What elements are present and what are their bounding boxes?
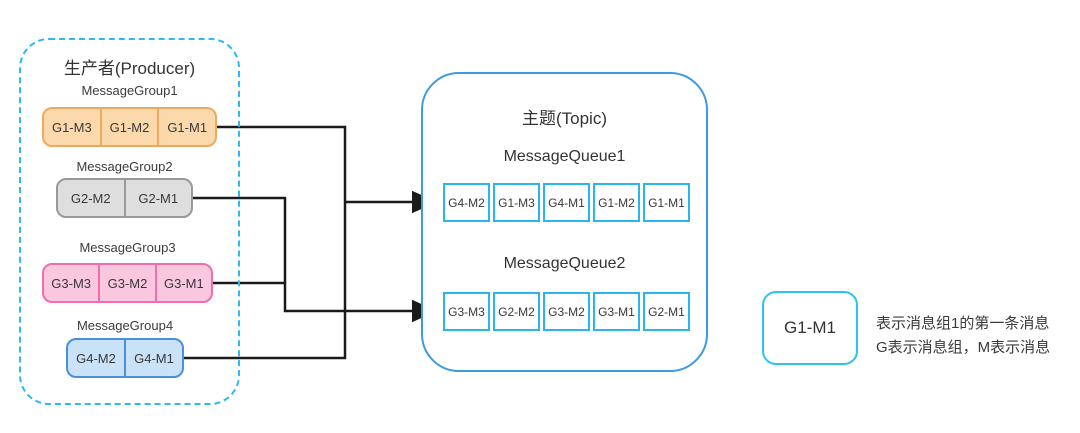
legend-line-2: G表示消息组，M表示消息 [876,339,1051,356]
legend-line-1: 表示消息组1的第一条消息 [876,315,1050,332]
message-queue-2: G3-M3 G2-M2 G3-M2 G3-M1 G2-M1 [443,292,690,331]
queue-cell: G1-M2 [593,183,640,222]
message-cell: G3-M2 [98,265,154,301]
queue-cell: G3-M3 [443,292,490,331]
message-cell: G3-M3 [51,275,92,291]
queue-cell: G3-M2 [543,292,590,331]
legend-description: 表示消息组1的第一条消息 G表示消息组，M表示消息 [876,312,1050,360]
message-group-1-label: MessageGroup1 [81,83,178,98]
message-group-2: G2-M2 G2-M1 [56,178,193,218]
message-queue-2-label: MessageQueue2 [503,255,626,272]
queue-cell: G2-M2 [493,292,540,331]
message-queue-1: G4-M2 G1-M3 G4-M1 G1-M2 G1-M1 [443,183,690,222]
legend-sample-box: G1-M1 [762,291,858,365]
message-cell: G3-M1 [154,265,211,301]
message-cell: G1-M3 [51,119,92,135]
topic-title: 主题(Topic) [521,109,607,128]
message-group-3-label: MessageGroup3 [79,240,176,255]
queue-cell: G4-M1 [543,183,590,222]
message-cell: G1-M1 [157,109,215,145]
queue-cell: G4-M2 [443,183,490,222]
message-cell: G4-M1 [124,340,182,376]
producer-title: 生产者(Producer) [63,59,196,78]
message-cell: G2-M2 [70,190,111,206]
message-cell: G2-M1 [123,180,192,216]
message-group-4-label: MessageGroup4 [76,318,174,333]
queue-cell: G1-M1 [643,183,690,222]
message-group-4: G4-M2 G4-M1 [66,338,184,378]
message-cell: G1-M2 [99,109,158,145]
queue-cell: G1-M3 [493,183,540,222]
message-group-1: G1-M3 G1-M2 G1-M1 [42,107,217,147]
message-queue-1-label: MessageQueue1 [503,148,626,165]
producer-box [19,38,240,405]
message-cell: G4-M2 [76,350,116,366]
message-group-3: G3-M3 G3-M2 G3-M1 [42,263,213,303]
queue-cell: G3-M1 [593,292,640,331]
queue-cell: G2-M1 [643,292,690,331]
message-group-2-label: MessageGroup2 [76,159,173,174]
